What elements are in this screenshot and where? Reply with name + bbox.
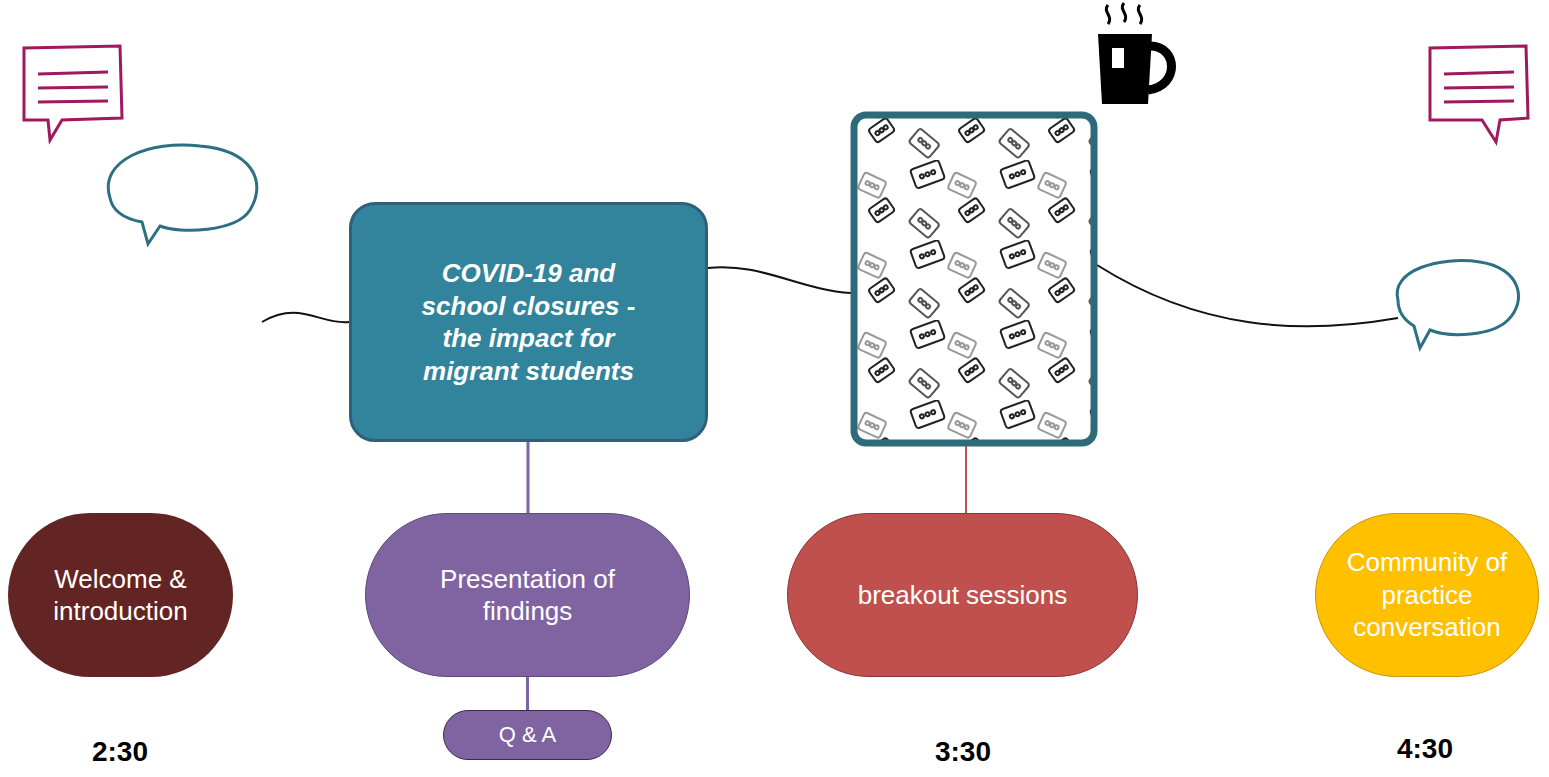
qa-pill: Q & A — [443, 710, 612, 760]
topic-box: COVID-19 and school closures - the impac… — [349, 202, 708, 442]
speech-bubbles-left — [24, 46, 257, 244]
agenda-pill: breakout sessions — [787, 513, 1138, 677]
connector — [528, 442, 529, 513]
time-label: 2:30 — [60, 736, 180, 768]
coffee-cup-icon — [1098, 3, 1172, 104]
agenda-pill: Welcome & introduction — [8, 513, 233, 677]
speech-bubbles-right — [1397, 46, 1528, 348]
node-text: Community of practice conversation — [1338, 546, 1516, 644]
node-text: Presentation of findings — [396, 563, 659, 628]
connector — [527, 677, 528, 710]
node-text: Q & A — [499, 721, 556, 749]
breakout-image — [854, 115, 1094, 443]
node-text: breakout sessions — [858, 579, 1068, 612]
agenda-pill: Community of practice conversation — [1315, 513, 1539, 677]
time-label: 4:30 — [1365, 733, 1485, 765]
link-line — [965, 446, 967, 513]
node-text: COVID-19 and school closures - the impac… — [408, 257, 649, 387]
time-label: 3:30 — [903, 736, 1023, 768]
node-text: Welcome & introduction — [30, 563, 211, 628]
agenda-pill: Presentation of findings — [365, 513, 690, 677]
